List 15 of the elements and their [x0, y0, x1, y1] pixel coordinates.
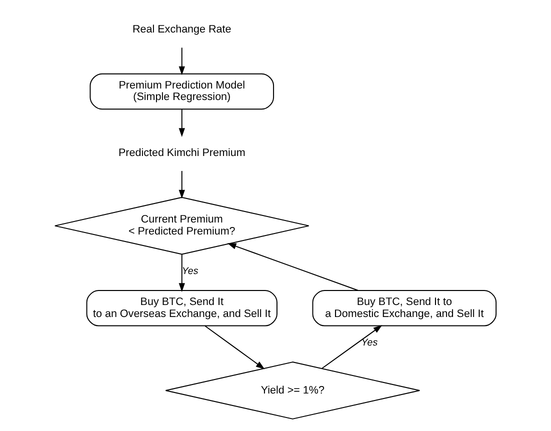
arrow — [178, 47, 185, 76]
node-box: Premium Prediction Model (Simple Regression) — [90, 73, 274, 110]
node-text: Real Exchange Rate — [132, 23, 232, 36]
node-text: Predicted Kimchi Premium — [118, 146, 246, 159]
edge-label: Yes — [182, 266, 198, 277]
arrow — [227, 243, 358, 291]
node-box: Buy BTC, Send It to an Overseas Exchange, and Sell It — [86, 290, 278, 326]
arrow — [178, 254, 185, 292]
edge-label: Yes — [361, 337, 378, 348]
node-box: Buy BTC, Send It to a Domestic Exchange, and Sell It — [312, 290, 497, 326]
arrow — [204, 325, 265, 370]
arrow — [178, 108, 185, 137]
arrow — [178, 170, 185, 199]
node-diamond: Current Premium < Predicted Premium? — [54, 196, 310, 255]
arrow — [322, 325, 382, 369]
